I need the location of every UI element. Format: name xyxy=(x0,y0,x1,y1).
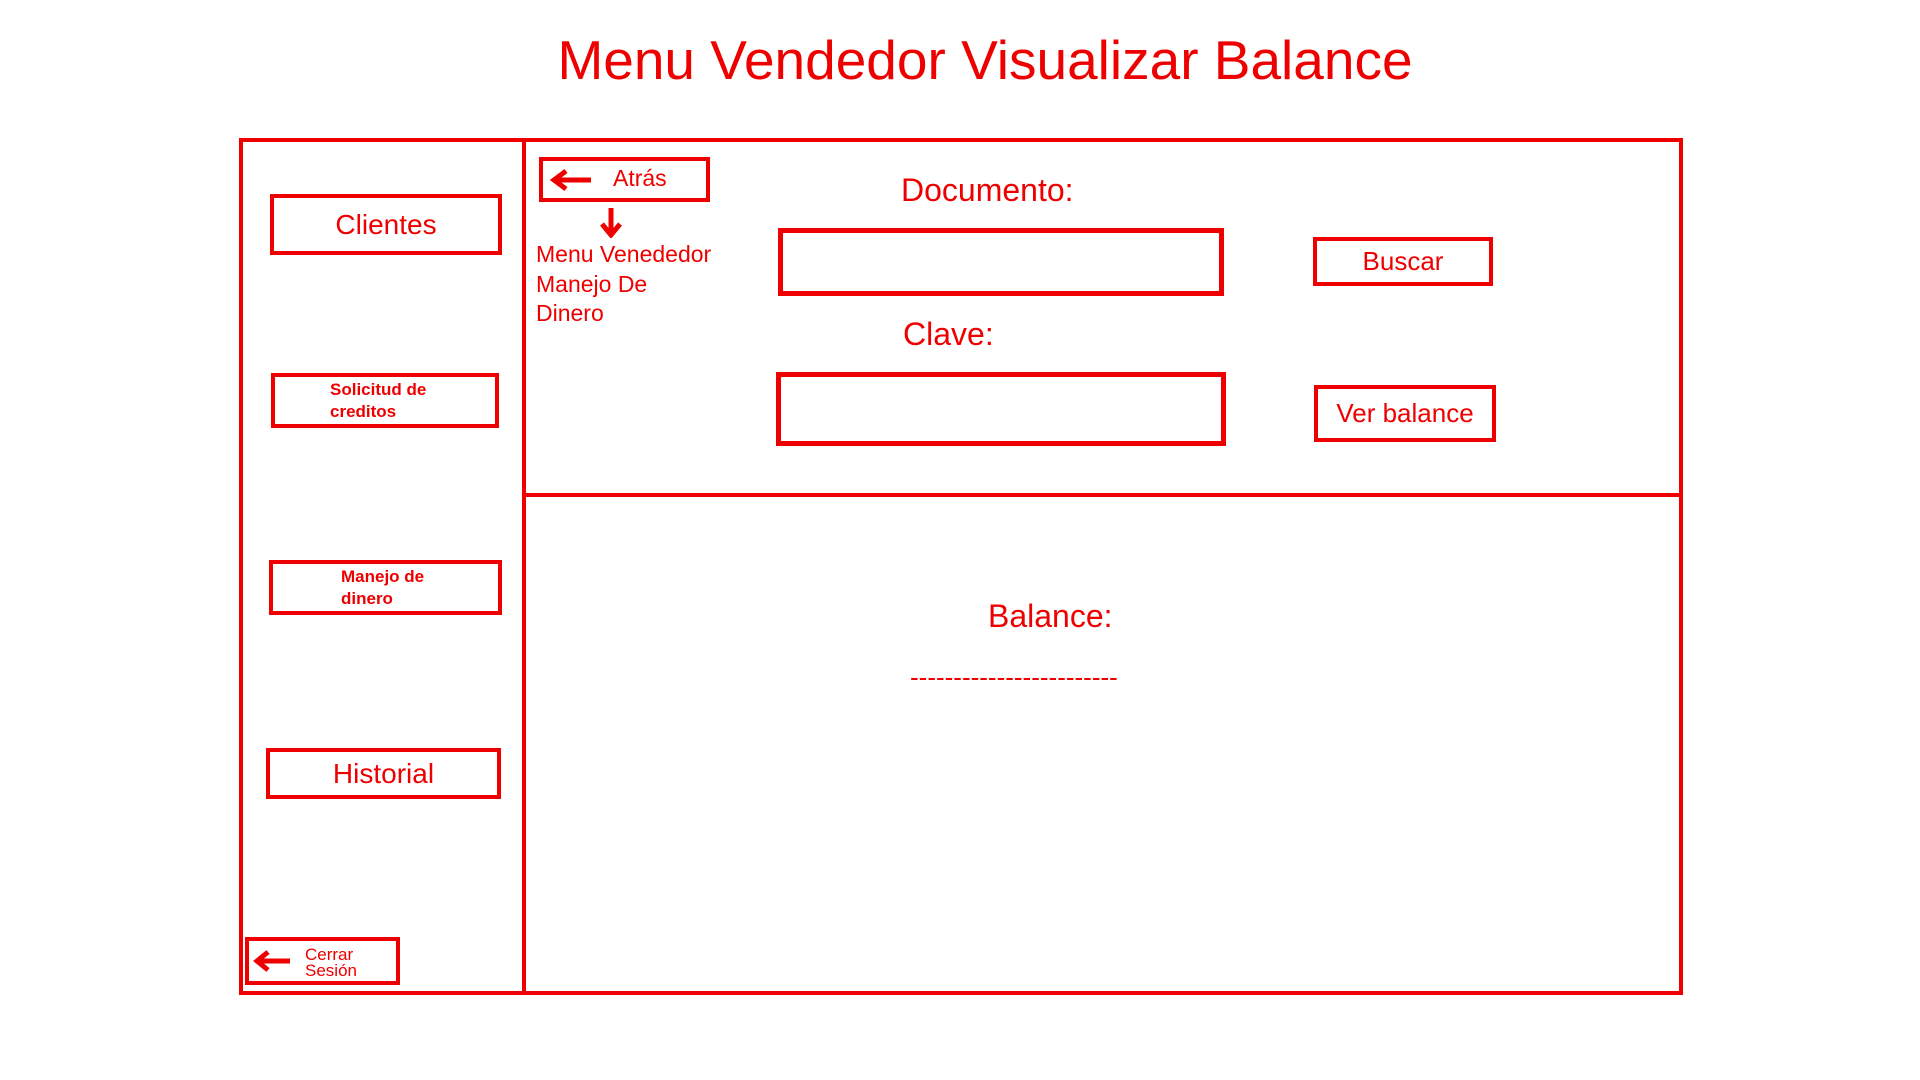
back-label: Atrás xyxy=(613,165,667,191)
logout-label: Cerrar Sesión xyxy=(305,945,357,980)
sidebar-item-manejo-de-dinero[interactable]: Manejo de dinero xyxy=(269,560,502,615)
buscar-button[interactable]: Buscar xyxy=(1313,237,1493,286)
sidebar-item-label: Manejo de dinero xyxy=(341,566,425,608)
clave-field[interactable] xyxy=(776,372,1226,446)
arrow-down-icon xyxy=(600,208,622,238)
ver-balance-button[interactable]: Ver balance xyxy=(1314,385,1496,442)
arrow-left-icon xyxy=(549,169,591,191)
back-button[interactable]: Atrás xyxy=(539,157,710,202)
sidebar-divider xyxy=(522,140,526,993)
sidebar-item-historial[interactable]: Historial xyxy=(266,748,501,799)
sidebar-item-label: Clientes xyxy=(335,208,437,240)
content-divider xyxy=(524,493,1681,497)
sidebar-item-solicitud-de-creditos[interactable]: Solicitud de creditos xyxy=(271,373,499,428)
buscar-label: Buscar xyxy=(1362,246,1444,276)
balance-value: ------------------------ xyxy=(910,662,1118,692)
ver-balance-label: Ver balance xyxy=(1336,398,1474,428)
documento-field[interactable] xyxy=(778,228,1224,296)
clave-label: Clave: xyxy=(903,316,994,352)
back-target-note: Menu Venededor Manejo De Dinero xyxy=(536,241,712,326)
documento-label: Documento: xyxy=(901,172,1074,208)
sidebar-item-clientes[interactable]: Clientes xyxy=(270,194,502,255)
balance-label: Balance: xyxy=(988,598,1113,634)
logout-button[interactable]: Cerrar Sesión xyxy=(245,937,400,985)
page-title: Menu Vendedor Visualizar Balance xyxy=(557,29,1413,91)
sidebar-item-label: Historial xyxy=(332,757,435,789)
main-frame xyxy=(239,138,1683,995)
sidebar-item-label: Solicitud de creditos xyxy=(330,379,427,421)
arrow-left-icon xyxy=(253,950,290,972)
